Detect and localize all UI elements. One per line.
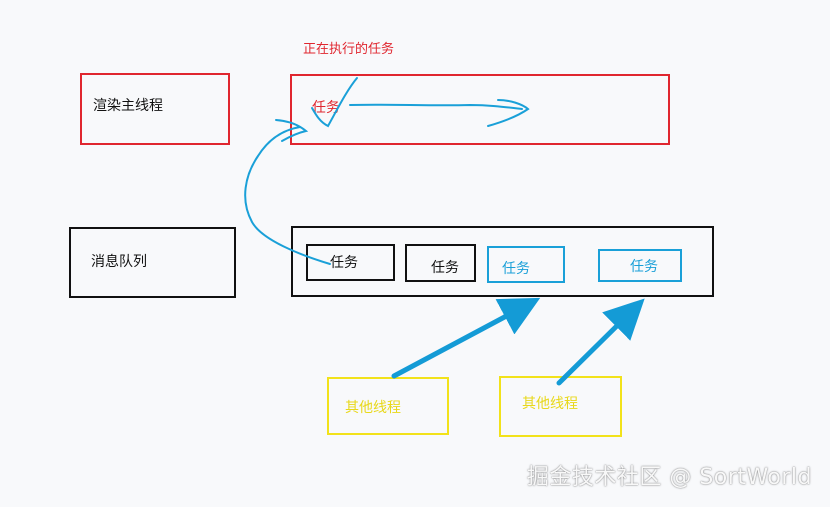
dequeue-curve-arrowhead — [275, 119, 309, 142]
queue-task-1 — [306, 244, 395, 281]
execution-progress-arrow — [349, 103, 523, 110]
queue-container — [291, 226, 714, 297]
executing-task-box — [290, 74, 670, 145]
other-thread-label-2: 其他线程 — [522, 396, 578, 412]
executing-caption: 正在执行的任务 — [303, 42, 395, 57]
queue-task-4-label: 任务 — [630, 259, 658, 275]
executing-task-label: 任务 — [312, 100, 340, 116]
enqueue-arrow-2 — [556, 298, 645, 386]
queue-task-2 — [405, 244, 476, 282]
dequeue-curve-arrow — [244, 126, 331, 265]
queue-task-1-label: 任务 — [330, 255, 358, 271]
message-queue-box — [69, 227, 236, 298]
execution-progress-arrowhead — [487, 99, 530, 127]
other-thread-box-2 — [499, 376, 622, 437]
queue-task-3 — [487, 246, 565, 283]
check-stroke — [311, 77, 358, 128]
other-thread-label-1: 其他线程 — [345, 400, 401, 416]
queue-task-2-label: 任务 — [431, 260, 459, 276]
render-main-thread-label: 渲染主线程 — [93, 98, 163, 114]
other-thread-box-1 — [327, 377, 449, 435]
render-main-thread-box — [80, 73, 230, 145]
queue-task-3-label: 任务 — [502, 261, 530, 277]
watermark: 掘金技术社区 @ SortWorld — [526, 465, 812, 490]
message-queue-label: 消息队列 — [91, 254, 147, 270]
enqueue-arrow-1 — [391, 297, 541, 379]
queue-task-4 — [598, 249, 682, 282]
